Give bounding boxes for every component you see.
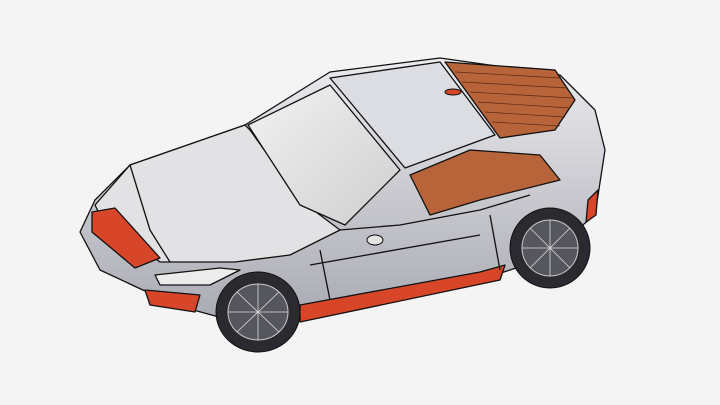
door-seam [319,249,331,301]
front-wheel [215,271,301,353]
side-mirror [366,234,384,246]
front-grille [91,207,161,269]
headlight [154,267,241,286]
windshield [247,84,401,226]
hood-line [129,164,171,263]
roof [329,61,496,169]
rear-wheel [509,207,591,289]
side-skirt [299,264,506,323]
shoulder-line [339,194,531,231]
rear-wheel-spokes [522,220,578,276]
door-line [309,234,481,266]
rear-door-seam [489,214,501,271]
car-body [79,57,606,323]
wood-slats [454,71,573,127]
rear-deck-wood [444,61,576,139]
lower-grille [144,289,201,313]
antenna [444,88,462,96]
rear-light [585,189,599,223]
side-window [409,149,561,216]
front-wheel-spokes [228,284,288,340]
